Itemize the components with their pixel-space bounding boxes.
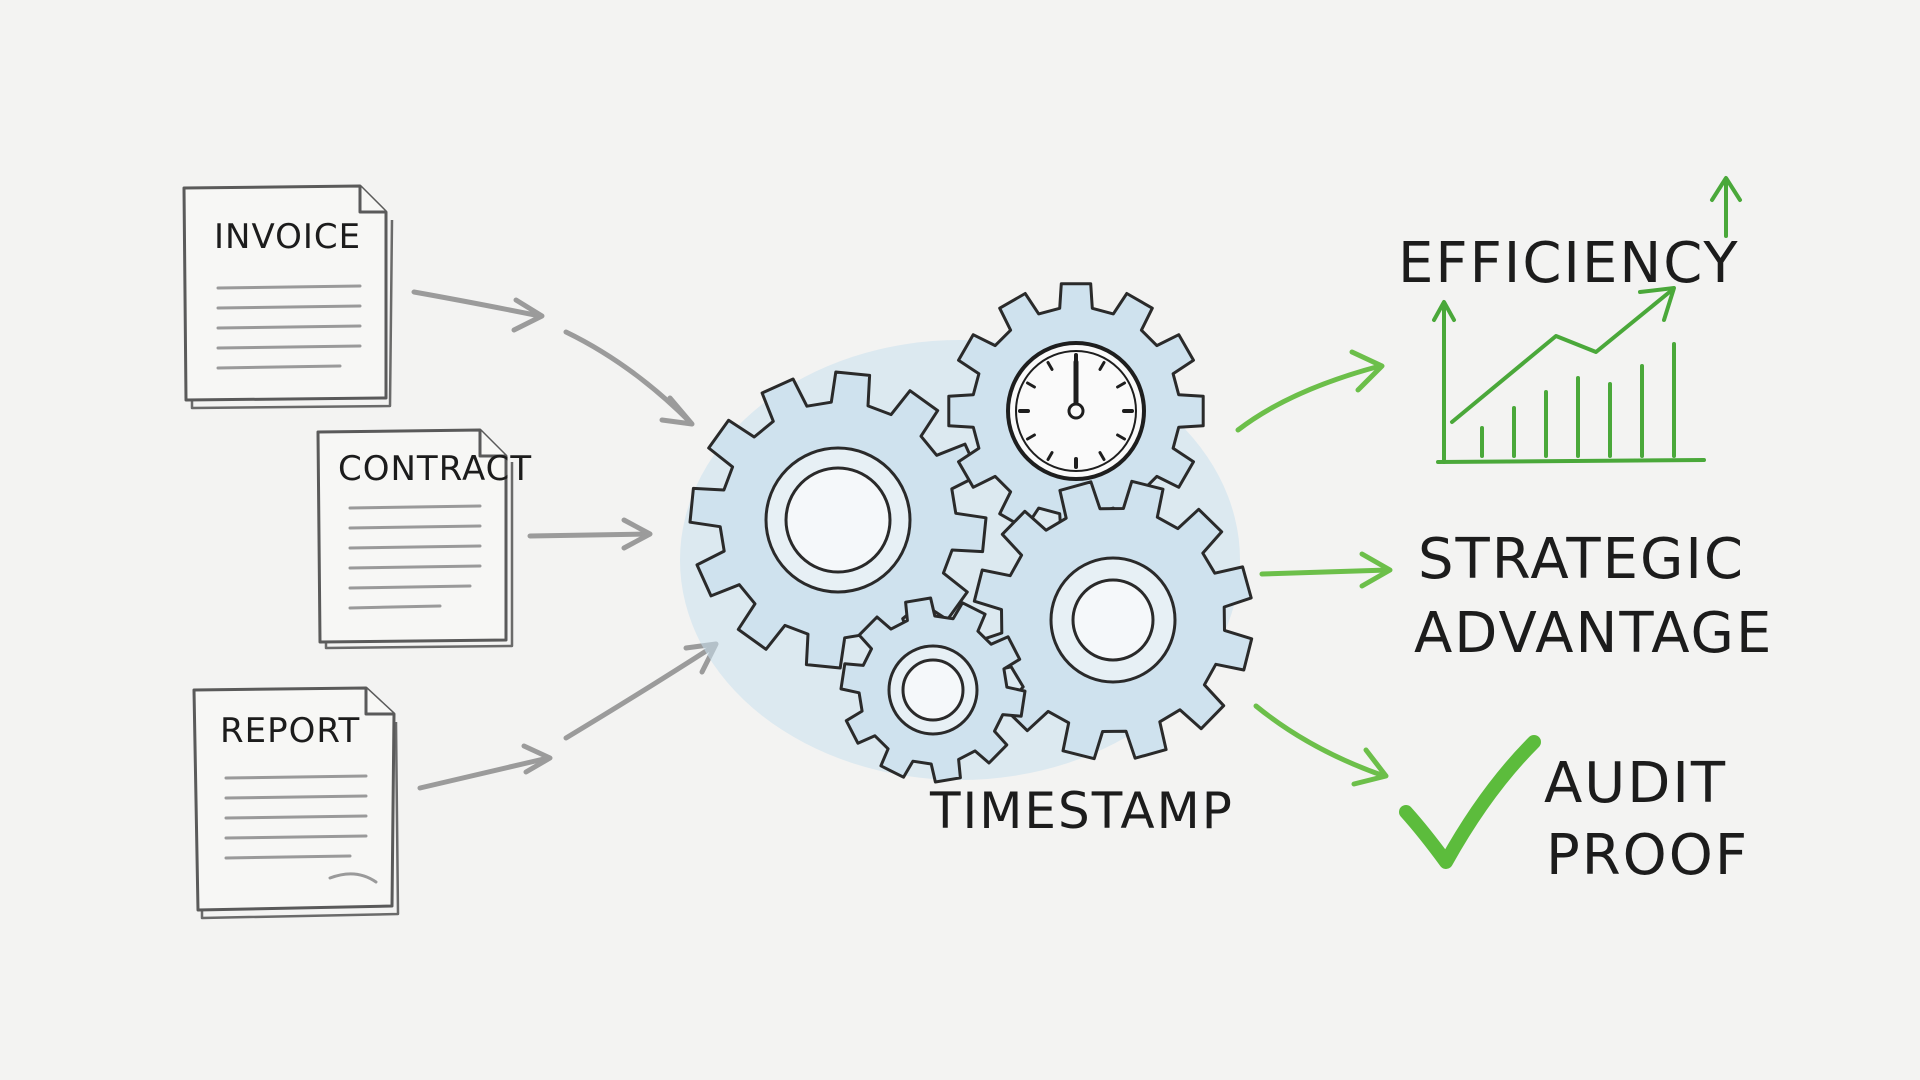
arrow-to-efficiency (1235, 349, 1385, 433)
clock-tick (1026, 433, 1036, 441)
output-label-efficiency: EFFICIENCY (1398, 231, 1740, 296)
document-label-contract: CONTRACT (338, 449, 532, 489)
output-arrows (1235, 349, 1393, 787)
output-label-proof: PROOF (1546, 823, 1749, 888)
clock-tick (1046, 361, 1054, 371)
gear-icon (972, 479, 1254, 761)
document-label-invoice: INVOICE (214, 217, 361, 257)
output-label-advantage: ADVANTAGE (1414, 601, 1773, 666)
document-icon (192, 686, 400, 920)
document-icon (182, 184, 394, 410)
arrow-invoice-upper (411, 289, 545, 333)
gear-icon (839, 596, 1027, 784)
arrow-to-strategic-advantage (1259, 551, 1393, 589)
arrow-contract-to-gears (527, 517, 653, 551)
document-label-report: REPORT (220, 711, 360, 751)
checkmark-icon (1399, 735, 1541, 869)
document-report: REPORT (192, 686, 400, 920)
output-label-strategic: STRATEGIC (1418, 527, 1745, 592)
up-arrow-icon (1710, 176, 1742, 238)
arrow-invoice-to-gears (563, 329, 695, 427)
clock-tick (1098, 361, 1106, 371)
process-label-timestamp: TIMESTAMP (929, 782, 1234, 840)
clock-tick (1046, 451, 1054, 461)
growth-chart-icon (1432, 286, 1706, 464)
clock-icon (1006, 341, 1146, 481)
clock-tick (1098, 451, 1106, 461)
document-icon (316, 428, 514, 650)
clock-tick (1116, 433, 1126, 441)
input-arrows (411, 289, 719, 791)
arrow-report-to-gears (563, 641, 719, 741)
arrow-report-lower (417, 743, 553, 791)
clock-tick (1116, 381, 1126, 389)
document-invoice: INVOICE (182, 184, 394, 410)
document-contract: CONTRACT (316, 428, 532, 650)
clock-tick (1026, 381, 1036, 389)
output-label-audit: AUDIT (1544, 751, 1727, 816)
arrow-to-audit-proof (1253, 703, 1389, 787)
gear-icon (688, 370, 988, 670)
timestamp-gears (680, 282, 1254, 784)
